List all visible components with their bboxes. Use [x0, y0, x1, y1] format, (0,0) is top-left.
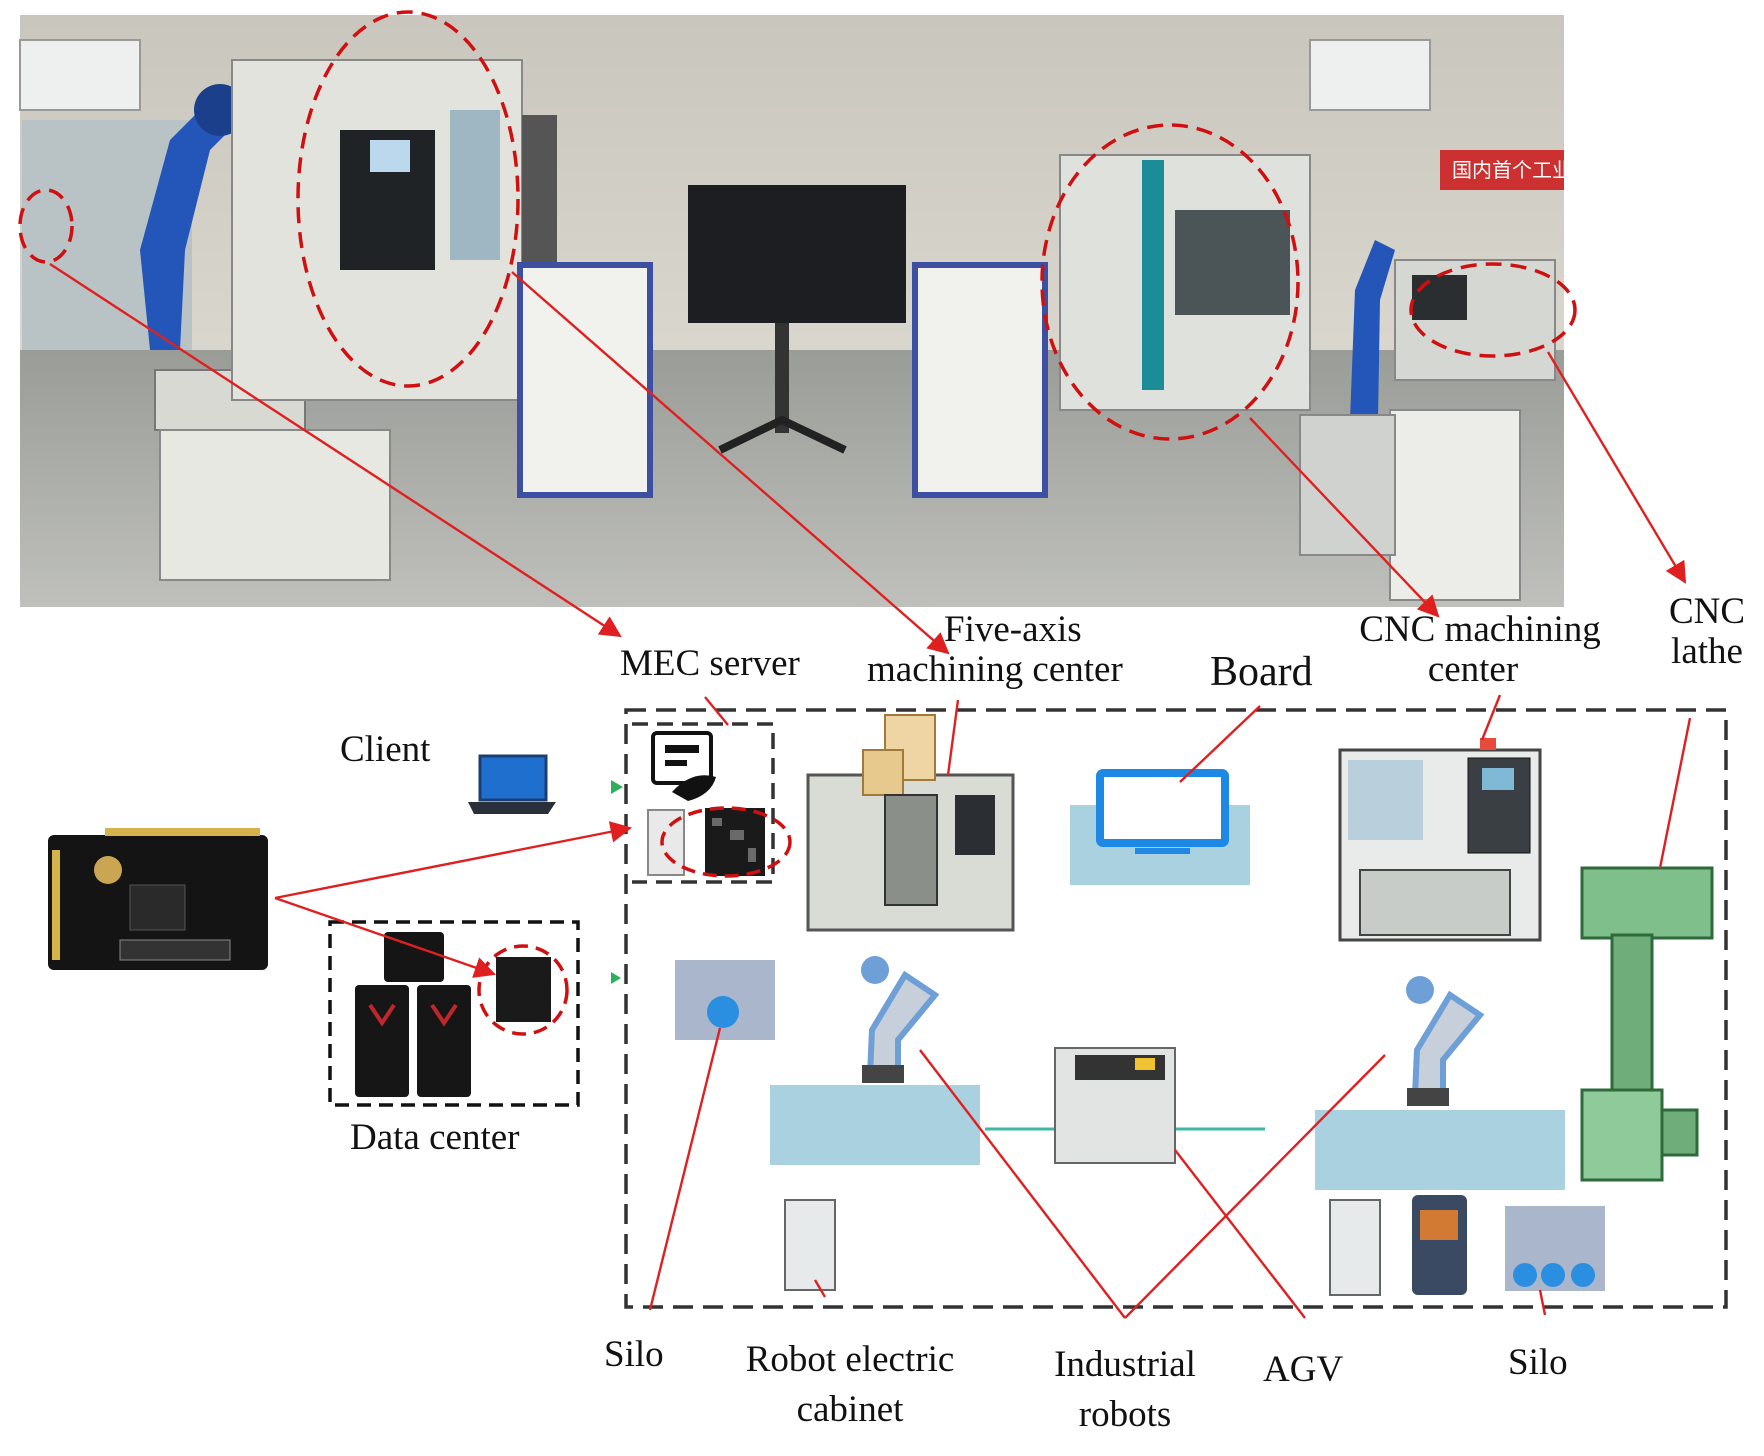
pointer-lines: [49, 262, 1692, 1319]
label-robot-cabinet: Robot electric cabinet: [715, 1340, 985, 1430]
callout-cnc-machining: [1040, 123, 1300, 441]
label-five-axis-line2: machining center: [867, 649, 1123, 690]
robot-electric-cabinet-icon: [784, 1199, 1381, 1296]
mec-board-callout: [660, 806, 792, 878]
production-line-frame: [624, 708, 1728, 1309]
data-center-servers: [355, 932, 569, 1097]
cnc-machining-center-icon: [1338, 738, 1542, 942]
label-robot-cabinet-line2: cabinet: [796, 1389, 904, 1430]
label-industrial-robots: Industrial robots: [1030, 1345, 1220, 1435]
label-five-axis: Five-axis machining center: [867, 609, 1168, 690]
label-silo-right: Silo: [1508, 1342, 1568, 1383]
label-cnc-machining-line2: center: [1427, 649, 1519, 690]
label-cnc-lathe-line1: CNC: [1668, 591, 1746, 632]
laptop-icon: [468, 754, 556, 814]
cnc-lathe-icon: [1580, 866, 1714, 1182]
label-industrial-robots-line2: robots: [1078, 1394, 1172, 1435]
five-axis-machine-icon: [806, 714, 1015, 932]
silo-left-icon: [675, 960, 775, 1040]
photo-callouts: [18, 10, 1577, 441]
label-cnc-machining-line1: CNC machining: [1359, 609, 1601, 650]
callout-five-axis: [296, 10, 520, 388]
label-robot-cabinet-line1: Robot electric: [745, 1339, 955, 1380]
teach-pendant-icon: [1412, 1195, 1467, 1295]
label-cnc-machining: CNC machining center: [1330, 610, 1630, 690]
workshop-photo: 国内首个工业4: [19, 15, 1585, 607]
robot-left-icon: [861, 956, 940, 1083]
label-client: Client: [340, 729, 431, 770]
robot-right-icon: [1406, 976, 1485, 1106]
label-industrial-robots-line1: Industrial: [1054, 1344, 1196, 1385]
mec-server-icon: [647, 731, 792, 878]
frame-marks: [611, 780, 623, 984]
data-center-board-callout: [477, 944, 569, 1036]
board-display-icon: [1070, 769, 1250, 885]
label-silo-left: Silo: [604, 1334, 664, 1375]
label-data-center: Data center: [350, 1117, 520, 1158]
conveyor-right: [1315, 1110, 1565, 1190]
agv-icon: [1054, 1047, 1176, 1164]
label-five-axis-line1: Five-axis: [944, 609, 1082, 650]
label-mec-server: MEC server: [620, 643, 800, 684]
silo-right-icon: [1505, 1206, 1605, 1291]
callout-cnc-lathe: [1409, 262, 1577, 358]
callout-mec-server: [18, 188, 74, 264]
label-cnc-lathe-line2: lathe: [1671, 631, 1743, 672]
data-center-box: [328, 920, 580, 1107]
dev-board-icon: [48, 828, 268, 970]
photo-sign-text: 国内首个工业4: [1452, 158, 1585, 182]
conveyor-left: [770, 1085, 980, 1165]
label-board: Board: [1210, 649, 1313, 695]
label-cnc-lathe: CNC lathe: [1652, 592, 1762, 672]
label-agv: AGV: [1263, 1349, 1344, 1390]
